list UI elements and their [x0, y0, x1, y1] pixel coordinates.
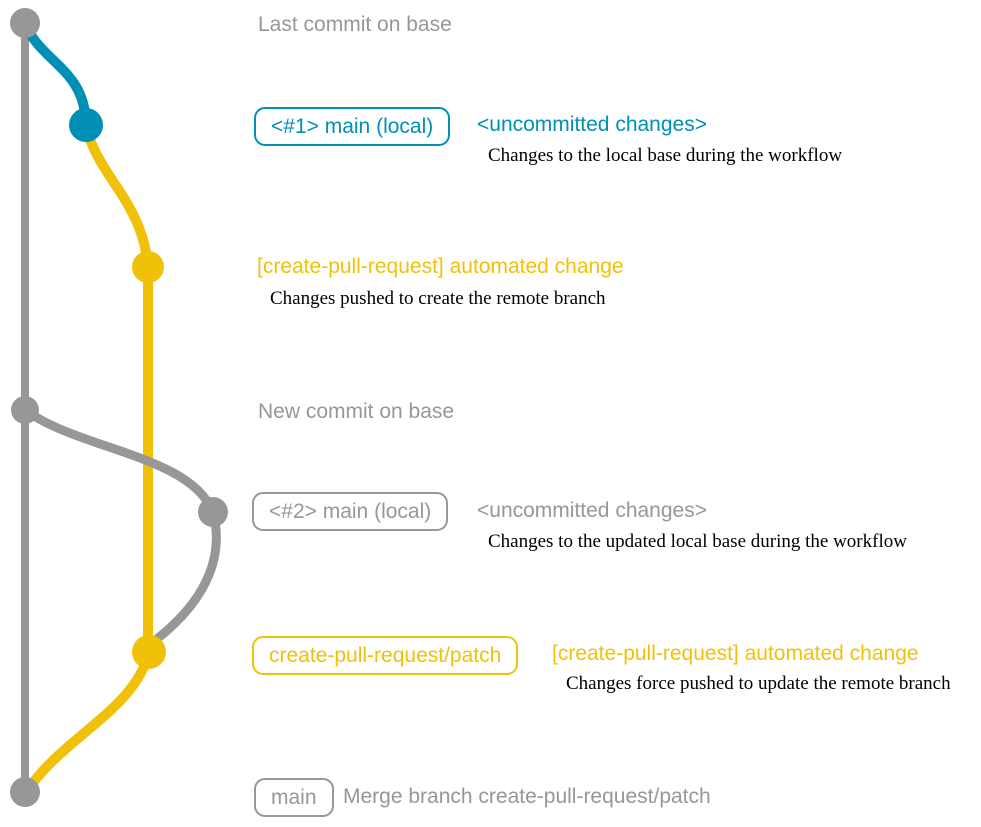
branch-badge-create-pull-request-patch: create-pull-request/patch [252, 636, 519, 675]
commit-dot-local-1 [69, 108, 103, 142]
commit2-to-patch-curve [144, 507, 221, 650]
push1-message: [create-pull-request] automated change [257, 255, 624, 278]
patch-branch-curve-top [81, 120, 153, 271]
local-main-branch-curve [20, 20, 91, 130]
commit1-message: <uncommitted changes> [477, 113, 707, 136]
last-commit-label: Last commit on base [258, 13, 452, 36]
commit2-description: Changes to the updated local base during… [488, 531, 907, 552]
commit-dot-local-2 [198, 497, 228, 527]
commit-dot-new-base [11, 396, 39, 424]
commit-dot-merge [10, 777, 40, 807]
commit-dot-last-base [10, 8, 40, 38]
commit-dot-push-1 [132, 251, 164, 283]
commit-dot-push-2 [132, 635, 166, 669]
merge-message: Merge branch create-pull-request/patch [343, 785, 711, 808]
branch-badge-main: main [254, 778, 334, 817]
commit2-message: <uncommitted changes> [477, 499, 707, 522]
push2-message: [create-pull-request] automated change [552, 642, 919, 665]
push1-description: Changes pushed to create the remote bran… [270, 288, 606, 309]
push2-description: Changes force pushed to update the remot… [566, 673, 951, 694]
commit1-description: Changes to the local base during the wor… [488, 145, 843, 166]
branch-badge-main-local-2: <#2> main (local) [252, 492, 449, 531]
base-to-commit2-curve [20, 405, 218, 517]
branch-badge-main-local-1: <#1> main (local) [254, 107, 451, 146]
new-commit-label: New commit on base [258, 400, 455, 423]
patch-merge-curve [21, 647, 154, 797]
